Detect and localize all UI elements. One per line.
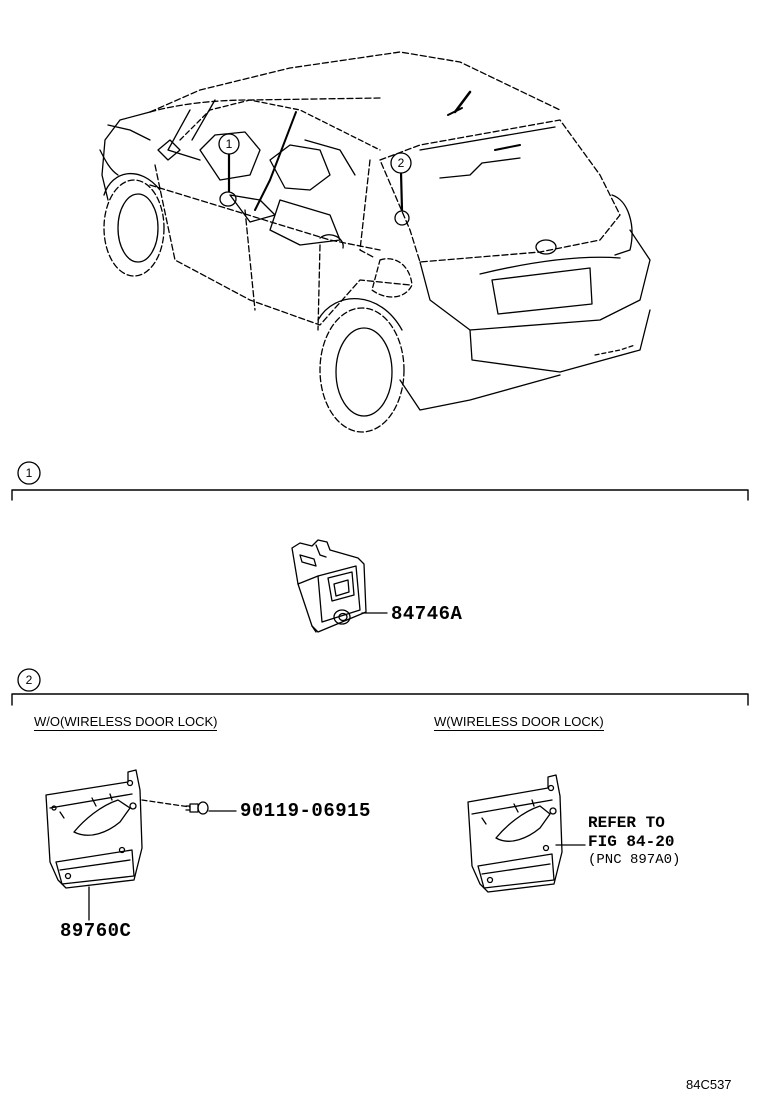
callout-1-label: 1 bbox=[226, 137, 233, 151]
figure-code: 84C537 bbox=[686, 1077, 732, 1092]
section-2-number: 2 bbox=[26, 673, 33, 687]
module-89760C-drawing bbox=[45, 769, 143, 889]
reference-note-line-1: REFER TO bbox=[588, 814, 665, 832]
module-reference-drawing bbox=[467, 774, 563, 893]
condition-label-with-wireless: W(WIRELESS DOOR LOCK) bbox=[434, 714, 604, 731]
section-1-marker bbox=[17, 461, 41, 485]
section-1-number: 1 bbox=[26, 466, 33, 480]
reference-note-line-3: (PNC 897A0) bbox=[588, 852, 681, 868]
vehicle-illustration bbox=[99, 51, 651, 433]
condition-label-without-wireless: W/O(WIRELESS DOOR LOCK) bbox=[34, 714, 218, 731]
callout-1-vehicle bbox=[218, 133, 240, 155]
screw-90119-06915-drawing bbox=[185, 801, 209, 815]
callout-2-label: 2 bbox=[398, 156, 405, 170]
part-number-89760C: 89760C bbox=[60, 920, 132, 942]
part-number-84746A: 84746A bbox=[391, 603, 463, 625]
part-number-90119-06915: 90119-06915 bbox=[240, 800, 371, 822]
callout-2-vehicle bbox=[390, 152, 412, 174]
switch-84746A-drawing bbox=[291, 539, 367, 633]
reference-note-line-2: FIG 84-20 bbox=[588, 833, 675, 851]
reference-note: REFER TO FIG 84-20 (PNC 897A0) bbox=[588, 814, 680, 868]
section-2-marker bbox=[17, 668, 41, 692]
